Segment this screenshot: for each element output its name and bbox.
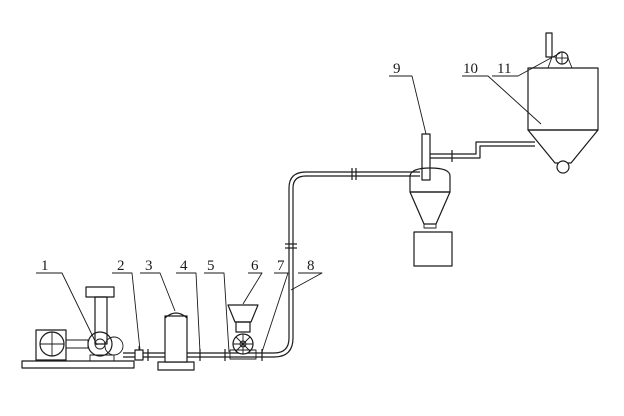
tank-dome	[164, 312, 188, 319]
exhaust-stack	[545, 32, 553, 58]
label-4: 4	[180, 258, 188, 274]
cyclone-outlet-tube	[421, 133, 431, 181]
label-6: 6	[251, 258, 259, 274]
blower-base	[21, 360, 135, 369]
labels: 1 2 3 4 5 6 7 8 9 10 11	[41, 61, 511, 274]
silo-discharge-valve	[556, 160, 570, 174]
silo-feed-pipe	[430, 141, 535, 162]
blower-stack	[94, 296, 108, 345]
silo-body	[527, 67, 599, 131]
label-8: 8	[307, 258, 315, 274]
hopper-neck	[235, 321, 251, 333]
label-1: 1	[41, 258, 49, 274]
blower-impeller	[87, 331, 113, 357]
tank-body	[164, 315, 188, 363]
supply-pipe	[123, 304, 274, 371]
feed-hopper	[227, 304, 259, 323]
storage-tank	[157, 361, 195, 371]
receiving-silo	[527, 32, 599, 174]
label-7: 7	[277, 258, 285, 274]
leader-lines	[36, 52, 561, 353]
label-2: 2	[117, 258, 125, 274]
conveying-pipe	[273, 168, 420, 358]
silo-cone	[527, 129, 599, 164]
label-3: 3	[145, 258, 153, 274]
valve-2	[134, 349, 144, 361]
cyclone-cone	[409, 191, 451, 225]
cyclone-body	[409, 167, 451, 193]
label-9: 9	[393, 61, 401, 77]
collection-bin	[413, 231, 453, 267]
blower-unit	[21, 286, 135, 369]
label-10: 10	[463, 61, 478, 77]
label-5: 5	[207, 258, 215, 274]
label-11: 11	[497, 61, 511, 77]
blower-silencer-cap	[85, 286, 115, 298]
